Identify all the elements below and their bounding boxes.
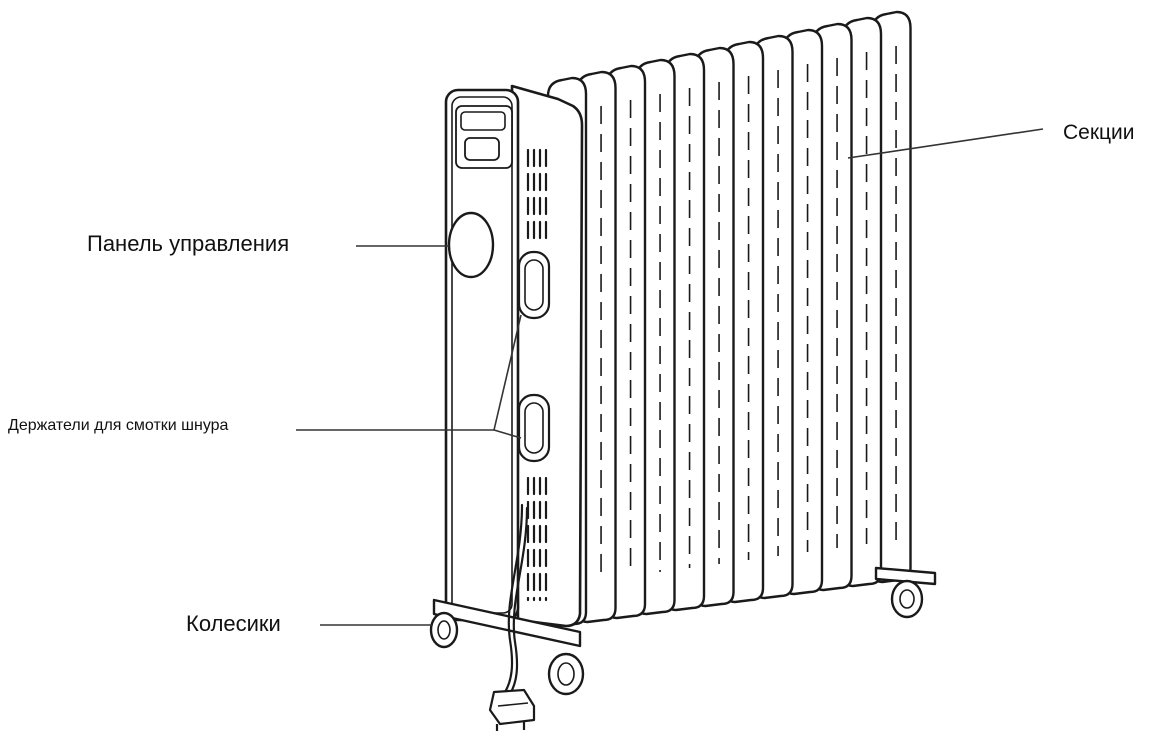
label-cord-holders: Держатели для смотки шнура xyxy=(8,417,229,434)
radiator-sections xyxy=(546,10,912,628)
wheel-front-right xyxy=(547,652,585,696)
label-sections: Секции xyxy=(1063,121,1135,144)
housing-side xyxy=(510,84,584,628)
leader-lines xyxy=(296,128,1044,626)
wheel-front-left xyxy=(429,611,459,649)
leader-line-sections xyxy=(847,128,1044,159)
wheel-rear xyxy=(890,579,924,619)
leader-line-cord-holder-upper xyxy=(493,314,522,431)
rear-foot xyxy=(874,566,937,586)
cord-holder-upper xyxy=(517,250,551,320)
power-cord xyxy=(503,503,529,696)
control-housing xyxy=(444,84,584,628)
housing-front xyxy=(444,88,520,622)
control-knob xyxy=(447,211,495,279)
cord-holder-lower xyxy=(517,393,551,463)
front-foot xyxy=(432,598,582,648)
label-wheels: Колесики xyxy=(186,611,281,636)
power-plug-icon xyxy=(488,688,536,731)
feet-and-wheels xyxy=(429,566,937,696)
rocker-switch xyxy=(464,137,500,161)
switch-slot xyxy=(460,111,506,131)
leader-line-cord-holder-lower xyxy=(493,429,522,439)
housing-vents xyxy=(526,148,548,602)
label-control-panel: Панель управления xyxy=(87,231,290,256)
